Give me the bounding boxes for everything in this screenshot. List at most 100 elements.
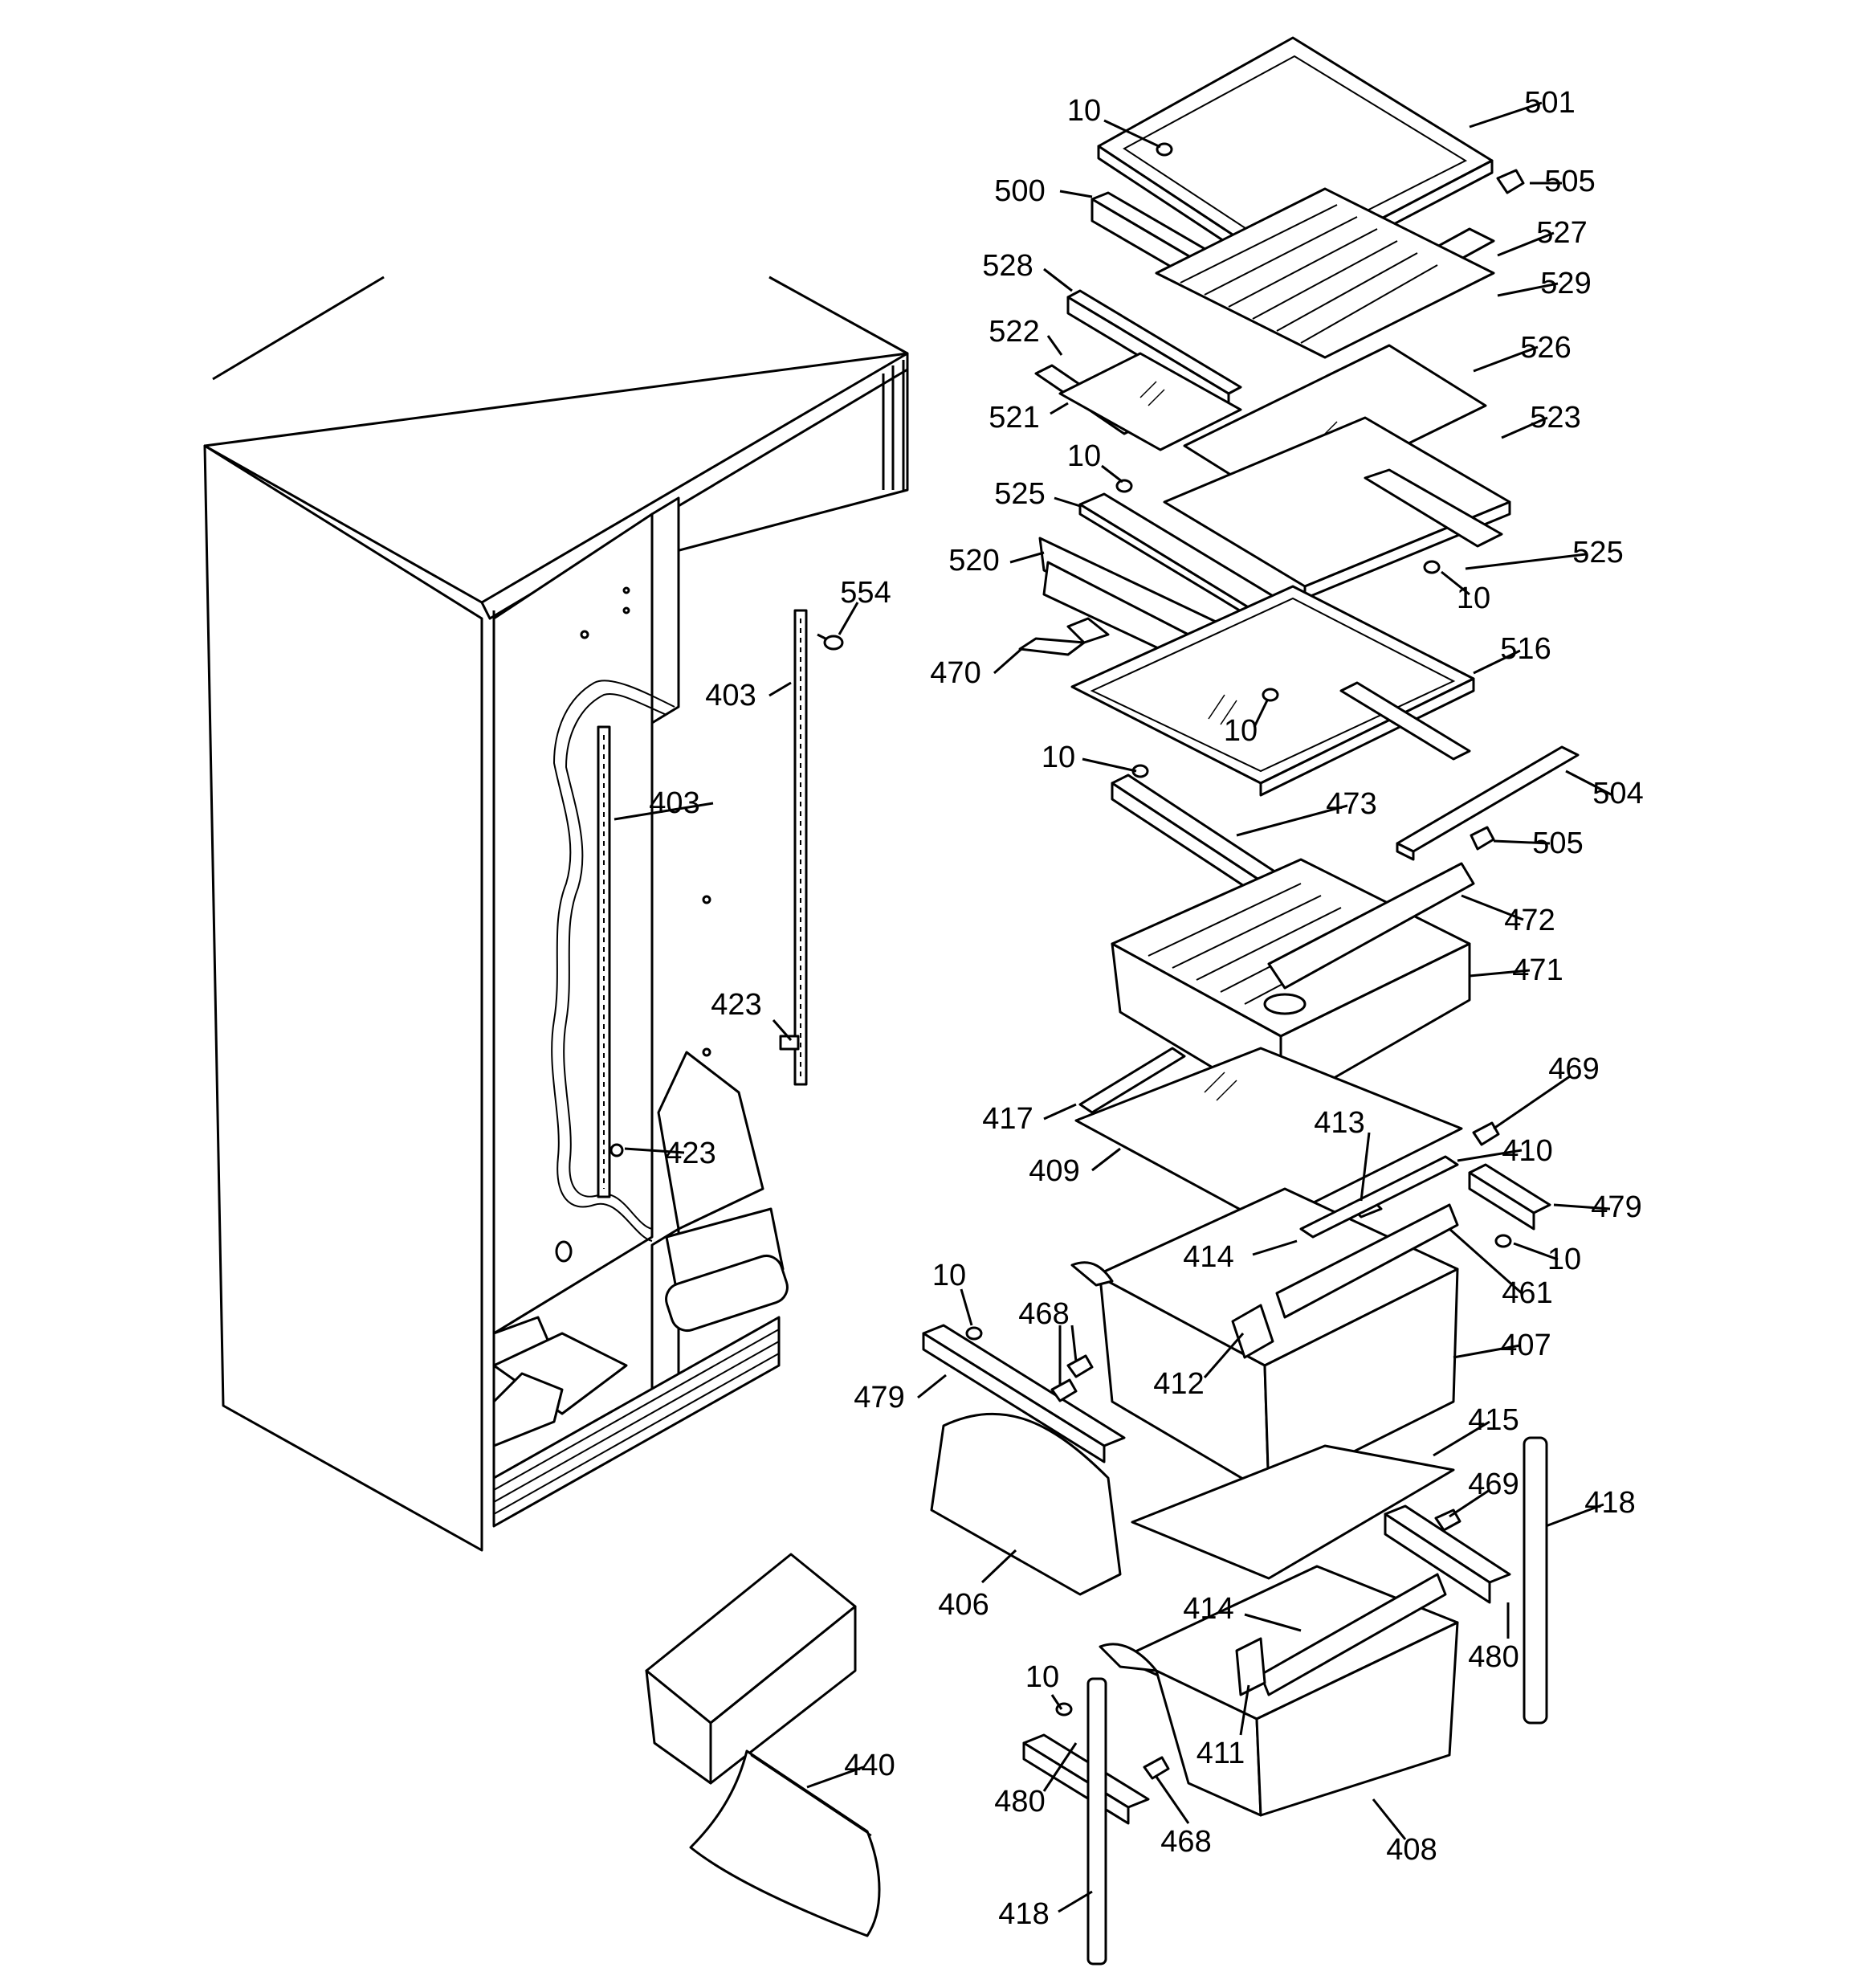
clip-469-upper bbox=[1472, 1121, 1500, 1146]
callout-c529: 529 bbox=[1540, 267, 1591, 300]
callout-c473: 473 bbox=[1326, 787, 1376, 821]
callout-c414a: 414 bbox=[1183, 1240, 1233, 1274]
callout-c522: 522 bbox=[989, 315, 1039, 349]
trim-504 bbox=[1396, 745, 1580, 861]
callout-c10d: 10 bbox=[1224, 714, 1258, 748]
glass-521 bbox=[1058, 352, 1242, 451]
callout-c468a: 468 bbox=[1018, 1297, 1069, 1331]
screw-10-g bbox=[965, 1326, 983, 1341]
callout-c410: 410 bbox=[1502, 1134, 1552, 1168]
callout-c528: 528 bbox=[982, 249, 1033, 283]
drawer-407 bbox=[1070, 1187, 1459, 1496]
screw-554 bbox=[817, 633, 844, 651]
screw-10-b bbox=[1115, 479, 1133, 493]
callout-c10c: 10 bbox=[1457, 582, 1490, 615]
clip-468-upper bbox=[1050, 1354, 1094, 1402]
divider-411 bbox=[1235, 1637, 1266, 1696]
callout-c418b: 418 bbox=[998, 1897, 1049, 1931]
callout-c10g: 10 bbox=[932, 1259, 966, 1292]
callout-c417: 417 bbox=[982, 1102, 1033, 1136]
callout-c409: 409 bbox=[1029, 1154, 1079, 1188]
callout-c520: 520 bbox=[948, 544, 999, 578]
callout-c479b: 479 bbox=[854, 1381, 904, 1414]
callout-c470: 470 bbox=[930, 656, 980, 690]
callout-c403b: 403 bbox=[649, 786, 699, 820]
callout-c505b: 505 bbox=[1532, 827, 1583, 860]
glass-409 bbox=[1074, 1047, 1463, 1227]
slide-479-right bbox=[1468, 1163, 1551, 1231]
callout-c525a: 525 bbox=[994, 477, 1045, 511]
clip-505-bottom bbox=[1470, 826, 1495, 851]
callout-c472: 472 bbox=[1504, 904, 1555, 937]
callout-c440: 440 bbox=[844, 1749, 895, 1782]
callout-c554: 554 bbox=[840, 576, 891, 610]
rail-417 bbox=[1078, 1047, 1186, 1114]
callout-c480a: 480 bbox=[1468, 1640, 1519, 1674]
callout-c407: 407 bbox=[1500, 1329, 1551, 1362]
callout-c10a: 10 bbox=[1067, 94, 1101, 128]
callout-c504: 504 bbox=[1592, 777, 1643, 810]
callout-c411: 411 bbox=[1196, 1737, 1245, 1770]
clip-469-lower bbox=[1434, 1508, 1461, 1532]
clip-468-lower bbox=[1143, 1756, 1170, 1780]
glass-415 bbox=[1131, 1444, 1455, 1580]
callout-c10f: 10 bbox=[1547, 1243, 1581, 1276]
callout-c480b: 480 bbox=[994, 1785, 1045, 1819]
drawer-408 bbox=[1099, 1565, 1459, 1817]
callout-c471: 471 bbox=[1512, 953, 1563, 987]
bracket-525-right bbox=[1364, 468, 1503, 548]
callout-c403a: 403 bbox=[705, 679, 756, 712]
callout-c406: 406 bbox=[938, 1588, 989, 1622]
shelf-rail-403-left bbox=[597, 725, 611, 1198]
divider-412 bbox=[1231, 1304, 1274, 1359]
screw-10-c bbox=[1423, 560, 1441, 574]
shelf-frame-516 bbox=[1070, 585, 1475, 797]
shelf-rail-403-right bbox=[793, 609, 808, 1086]
door-bin bbox=[645, 1553, 857, 1785]
leader-lines bbox=[614, 101, 1613, 1913]
callout-c423a: 423 bbox=[711, 988, 761, 1022]
cover-418-left bbox=[1086, 1677, 1107, 1966]
callout-c501: 501 bbox=[1524, 86, 1575, 120]
drawer-front-406 bbox=[930, 1412, 1122, 1596]
callout-c408: 408 bbox=[1386, 1833, 1437, 1867]
screw-10-d bbox=[1262, 688, 1279, 702]
slide-479-left bbox=[922, 1324, 1126, 1463]
callout-c10b: 10 bbox=[1067, 439, 1101, 473]
callout-c469a: 469 bbox=[1548, 1052, 1599, 1086]
wire-shelf-529 bbox=[1155, 187, 1495, 359]
callout-c500: 500 bbox=[994, 174, 1045, 208]
callout-c479a: 479 bbox=[1591, 1190, 1641, 1224]
screw-10-top bbox=[1156, 142, 1173, 157]
refrigerator-cabinet bbox=[203, 276, 909, 1552]
callout-c468b: 468 bbox=[1160, 1825, 1211, 1859]
screw-10-f bbox=[1494, 1234, 1512, 1248]
callout-c418a: 418 bbox=[1584, 1486, 1635, 1520]
callout-c414b: 414 bbox=[1183, 1592, 1233, 1626]
handle-414-lower bbox=[1259, 1573, 1447, 1696]
callout-c469b: 469 bbox=[1468, 1468, 1519, 1501]
screw-423-lower bbox=[609, 1143, 624, 1157]
callout-c10e: 10 bbox=[1042, 741, 1075, 774]
clip-505-top bbox=[1496, 169, 1525, 194]
divider-410 bbox=[1299, 1155, 1459, 1239]
callout-c516: 516 bbox=[1500, 632, 1551, 666]
callout-c413: 413 bbox=[1314, 1106, 1364, 1140]
callout-c521: 521 bbox=[989, 401, 1039, 435]
door-bin-440 bbox=[689, 1749, 881, 1937]
callout-c423b: 423 bbox=[665, 1137, 715, 1170]
callout-c523: 523 bbox=[1530, 401, 1580, 435]
callout-c10h: 10 bbox=[1025, 1660, 1059, 1694]
callout-c412: 412 bbox=[1153, 1367, 1204, 1401]
drawer-handle-461 bbox=[1275, 1203, 1459, 1319]
slide-480-right bbox=[1384, 1504, 1511, 1604]
callout-c505a: 505 bbox=[1544, 165, 1595, 198]
callout-c527: 527 bbox=[1536, 216, 1587, 250]
rail-470 bbox=[1018, 617, 1110, 656]
callout-c525b: 525 bbox=[1572, 536, 1623, 569]
callout-c461: 461 bbox=[1502, 1276, 1552, 1310]
cover-418-right bbox=[1523, 1436, 1548, 1725]
crisper-lid-472 bbox=[1267, 862, 1475, 990]
